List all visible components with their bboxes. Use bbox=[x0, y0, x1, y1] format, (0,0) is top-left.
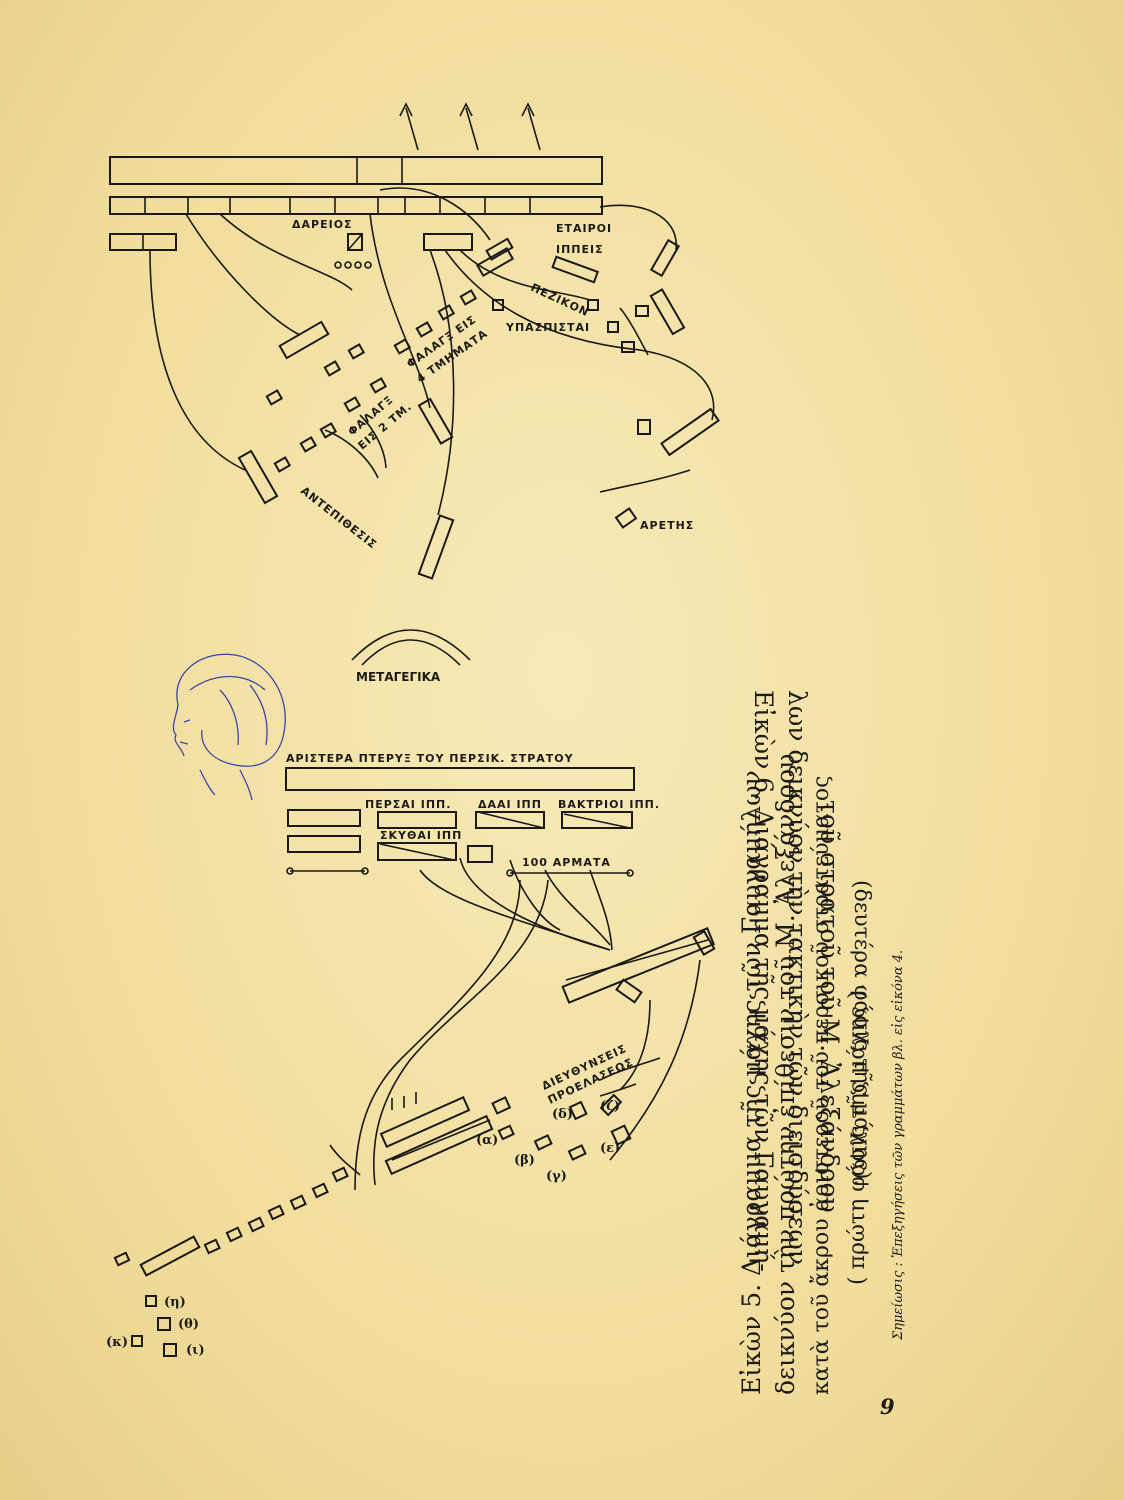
label-chariots: 100 ΑΡΜΑΤΑ bbox=[522, 856, 611, 869]
svg-text:(ε): (ε) bbox=[600, 1141, 620, 1156]
svg-text:(ζ): (ζ) bbox=[600, 1099, 620, 1114]
label-daai: ΔΑΑΙ ΙΠΠ bbox=[478, 798, 542, 811]
alexander-column-units bbox=[115, 931, 714, 1356]
breakthrough-arrows bbox=[400, 104, 540, 150]
svg-text:(δ): (δ) bbox=[552, 1107, 573, 1122]
svg-text:(α): (α) bbox=[476, 1133, 498, 1148]
label-baktrioi: ΒΑΚΤΡΙΟΙ ΙΠΠ. bbox=[558, 798, 660, 811]
label-pezikon: ΠΕΖΙΚΟΝ bbox=[529, 281, 591, 319]
unit-blocks bbox=[239, 322, 719, 579]
label-etairoi: ΕΤΑΙΡΟΙ bbox=[556, 222, 612, 235]
handwriting-word: ΜΕΤΑΓΕΓΙΚΑ bbox=[356, 670, 441, 684]
svg-text:(β): (β) bbox=[514, 1153, 535, 1168]
svg-text:(ι): (ι) bbox=[186, 1343, 205, 1358]
persian-line-second bbox=[110, 197, 602, 214]
svg-text:(η): (η) bbox=[164, 1295, 186, 1310]
svg-text:(θ): (θ) bbox=[178, 1317, 199, 1332]
page-number: 9 bbox=[880, 1394, 895, 1419]
label-darius: ΔΑΡΕΙΟΣ bbox=[292, 218, 353, 231]
svg-text:(γ): (γ) bbox=[546, 1169, 567, 1184]
label-ippeis: ΙΠΠΕΙΣ bbox=[556, 243, 604, 256]
handwritten-annotation: ΜΕΤΑΓΕΓΙΚΑ bbox=[352, 630, 470, 684]
svg-text:Σημείωσις : Ἐπεξηγήσεις τῶν γρ: Σημείωσις : Ἐπεξηγήσεις τῶν γραμμάτων βλ… bbox=[890, 950, 906, 1341]
label-left-wing: ΑΡΙΣΤΕΡΑ ΠΤΕΡΥΞ ΤΟΥ ΠΕΡΣΙΚ. ΣΤΡΑΤΟΥ bbox=[286, 752, 574, 765]
figure-6-diagram: ΔΑΡΕΙΟΣ ΕΤΑΙΡΟΙ ΙΠΠΕΙΣ ΠΕΖΙΚΟΝ ΥΠΑΣΠΙΣΤΑ… bbox=[110, 104, 719, 579]
figure-5-diagram: ΑΡΙΣΤΕΡΑ ΠΤΕΡΥΞ ΤΟΥ ΠΕΡΣΙΚ. ΣΤΡΑΤΟΥ ΠΕΡΣ… bbox=[106, 752, 714, 1358]
svg-text:( πρώτη φάσις τῆς μάχης ).: ( πρώτη φάσις τῆς μάχης ). bbox=[845, 983, 870, 1285]
label-aretes: ΑΡΕΤΗΣ bbox=[640, 519, 694, 532]
persian-line-top bbox=[110, 157, 602, 184]
label-hypaspistai: ΥΠΑΣΠΙΣΤΑΙ bbox=[505, 321, 590, 334]
movement-arrows-fig5 bbox=[330, 858, 700, 1190]
svg-text:κατὰ τοῦ ἄκρου ἀριστεροῦ τοῦ π: κατὰ τοῦ ἄκρου ἀριστεροῦ τοῦ περσικοῦ στ… bbox=[809, 775, 834, 1395]
clash-blocks bbox=[141, 928, 714, 1275]
label-antepithesis: ΑΝΤΕΠΙΘΕΣΙΣ bbox=[298, 484, 379, 552]
svg-text:Εἰκὼν 5. Διάγραμμα τῆς μάχης τ: Εἰκὼν 5. Διάγραμμα τῆς μάχης τῶν Γαυγαμή… bbox=[737, 770, 766, 1395]
persian-block-right bbox=[424, 234, 472, 250]
svg-text:(κ): (κ) bbox=[106, 1335, 128, 1350]
persian-left-wing bbox=[286, 768, 634, 790]
explanatory-note: Σημείωσις : Ἐπεξηγήσεις τῶν γραμμάτων βλ… bbox=[890, 950, 906, 1341]
svg-text:δεικνύον τὴν πρώτην ἐπίθεσιν τ: δεικνύον τὴν πρώτην ἐπίθεσιν τοῦ Μ. Ἀλεξ… bbox=[771, 754, 800, 1395]
doodle-face bbox=[173, 654, 285, 800]
label-persai: ΠΕΡΣΑΙ ΙΠΠ. bbox=[365, 798, 451, 811]
label-skythai: ΣΚΥΘΑΙ ΙΠΠ bbox=[380, 829, 462, 842]
